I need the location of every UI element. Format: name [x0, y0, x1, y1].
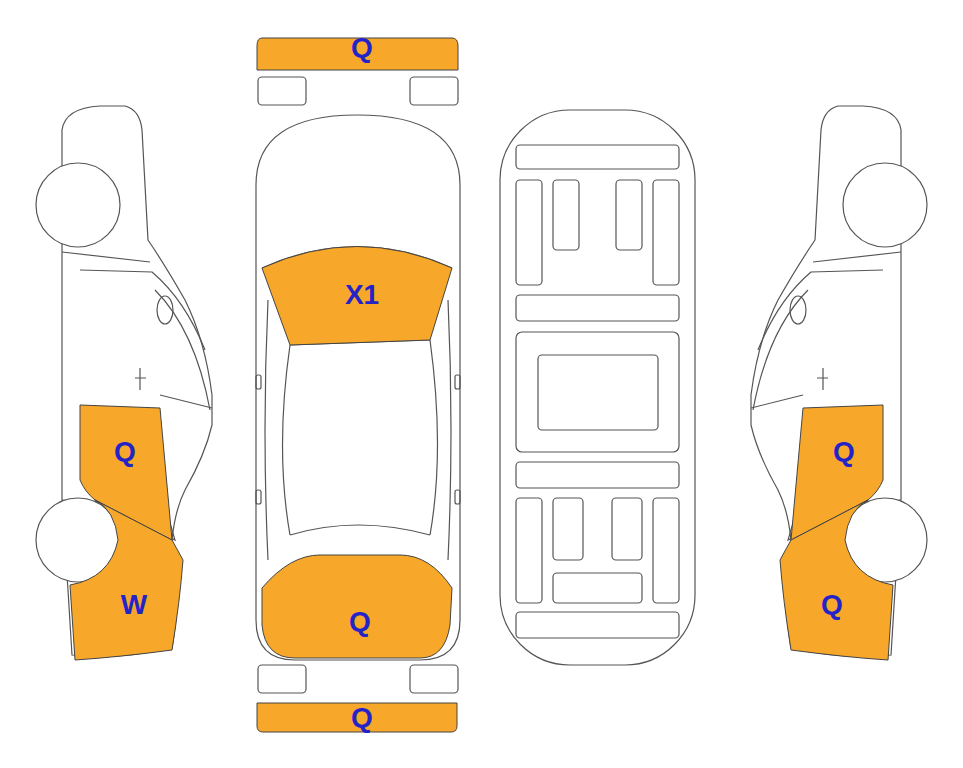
damage-code: X1 [345, 281, 379, 309]
damage-code: Q [114, 438, 136, 466]
damage-code: Q [821, 591, 843, 619]
damage-shape [255, 550, 460, 662]
damage-outline [262, 247, 452, 346]
damage-area: Q [255, 550, 460, 662]
damage-area: W [65, 495, 190, 665]
damage-area: Q [775, 495, 900, 665]
damage-code: Q [833, 438, 855, 466]
damage-outline [780, 500, 893, 660]
damage-shape [775, 495, 900, 665]
damage-outline [70, 500, 183, 660]
damage-code: W [121, 591, 147, 619]
damage-outline [262, 555, 452, 658]
damage-code: Q [351, 34, 373, 62]
damage-outline [257, 703, 457, 732]
damage-area: Q [252, 34, 464, 74]
damage-area: Q [252, 699, 464, 737]
damage-code: Q [351, 704, 373, 732]
damage-area: X1 [255, 225, 460, 350]
damage-code: Q [349, 608, 371, 636]
damage-shape [65, 495, 190, 665]
